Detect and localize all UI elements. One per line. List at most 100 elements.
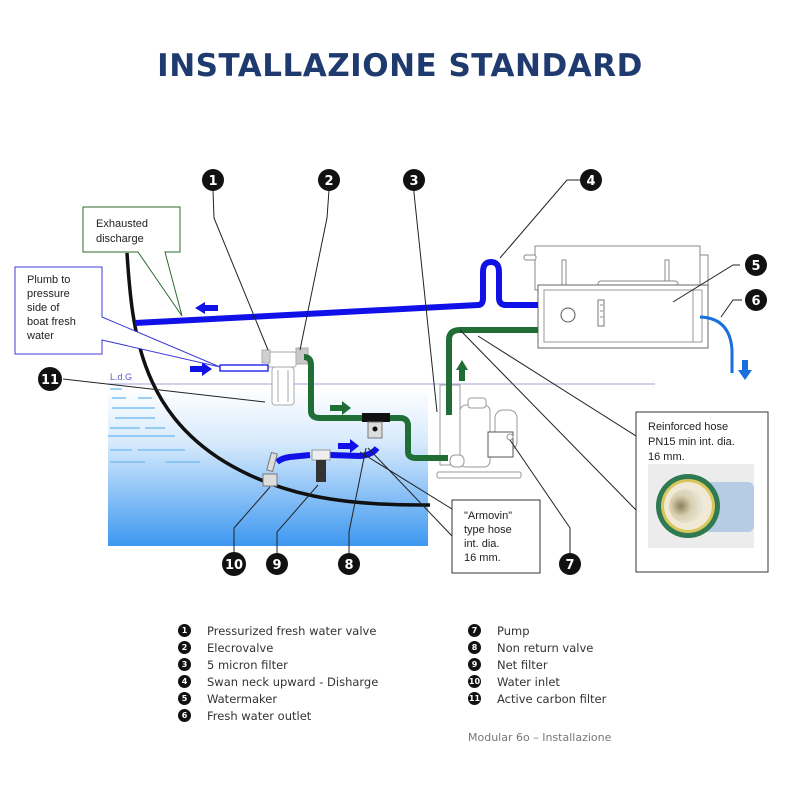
sea-wave-lines [108, 388, 200, 463]
legend-label: Pressurized fresh water valve [207, 623, 377, 638]
svg-text:11: 11 [41, 373, 59, 388]
legend-number: 3 [178, 658, 191, 671]
legend-item: 11 Active carbon filter [468, 690, 606, 707]
svg-text:side of: side of [27, 302, 60, 314]
legend-label: Watermaker [207, 691, 278, 706]
svg-text:16 mm.: 16 mm. [648, 451, 685, 463]
badge-4: 4 [580, 169, 602, 191]
callout-armovin-hose: "Armovin" type hose int. dia. 16 mm. [451, 499, 541, 574]
svg-text:Plumb to: Plumb to [27, 274, 70, 286]
legend-left: 1 Pressurized fresh water valve 2 Elecrova… [178, 622, 378, 724]
badge-1: 1 [202, 169, 224, 191]
arrow-right-icon [330, 401, 351, 415]
legend-number: 7 [468, 624, 481, 637]
pump-unit [436, 384, 522, 479]
svg-text:Exhausted: Exhausted [96, 218, 148, 230]
legend-label: Active carbon filter [497, 691, 607, 706]
net-filter [311, 449, 331, 461]
water-inlet-valve [262, 451, 278, 487]
legend-label: Water inlet [497, 674, 560, 689]
legend-label: Fresh water outlet [207, 708, 312, 723]
badge-10: 10 [222, 552, 246, 576]
pressure-pipe [303, 327, 538, 461]
badge-5: 5 [745, 254, 767, 276]
legend-item: 8 Non return valve [468, 639, 606, 656]
legend-number: 10 [468, 675, 481, 688]
legend-number: 8 [468, 641, 481, 654]
legend-label: Elecrovalve [207, 640, 274, 655]
svg-text:5: 5 [751, 259, 760, 274]
legend-item: 10 Water inlet [468, 673, 606, 690]
legend-item: 9 Net filter [468, 656, 606, 673]
badge-9: 9 [266, 553, 288, 575]
non-return-valve-dot [372, 426, 378, 432]
svg-text:Reinforced hose: Reinforced hose [648, 421, 728, 433]
net-filter-body [316, 460, 326, 482]
legend-label: 5 micron filter [207, 657, 288, 672]
svg-text:10: 10 [225, 558, 243, 573]
arrow-right-icon [190, 362, 212, 376]
badge-3: 3 [403, 169, 425, 191]
legend-label: Non return valve [497, 640, 594, 655]
reinforced-hose-photo [648, 464, 754, 548]
svg-text:9: 9 [272, 558, 281, 573]
inlet-pipe [275, 446, 380, 465]
legend-right: 7 Pump 8 Non return valve 9 Net filter 10 Wa… [468, 622, 606, 707]
arrow-up-icon [456, 360, 468, 381]
svg-text:water: water [26, 330, 54, 342]
waterline-label: L.d.G [110, 372, 132, 382]
legend-item: 3 5 micron filter [178, 656, 378, 673]
callout-reinforced-hose: Reinforced hose PN15 min int. dia. 16 mm… [635, 411, 769, 573]
legend-item: 2 Elecrovalve [178, 639, 378, 656]
svg-text:type hose: type hose [464, 524, 512, 536]
callout-exhausted-discharge: Exhausted discharge [82, 206, 183, 317]
svg-text:2: 2 [324, 174, 333, 189]
badge-7: 7 [559, 553, 581, 575]
plumb-pipe [219, 364, 269, 372]
boat-hull [125, 252, 430, 507]
svg-text:int. dia.: int. dia. [464, 538, 499, 550]
legend-item: 7 Pump [468, 622, 606, 639]
svg-text:16 mm.: 16 mm. [464, 552, 501, 564]
svg-text:"Armovin": "Armovin" [464, 510, 512, 522]
arrow-right-icon [338, 439, 359, 453]
discharge-pipe [134, 259, 538, 326]
badge-11: 11 [38, 367, 62, 391]
legend-number: 11 [468, 692, 481, 705]
legend-number: 2 [178, 641, 191, 654]
figure-caption: Modular 6o – Installazione [468, 731, 612, 744]
badge-2: 2 [318, 169, 340, 191]
svg-text:boat fresh: boat fresh [27, 316, 76, 328]
svg-text:PN15 min int. dia.: PN15 min int. dia. [648, 436, 735, 448]
svg-text:4: 4 [586, 174, 595, 189]
svg-text:7: 7 [565, 558, 574, 573]
svg-text:discharge: discharge [96, 233, 144, 245]
legend-item: 1 Pressurized fresh water valve [178, 622, 378, 639]
legend-number: 6 [178, 709, 191, 722]
svg-text:3: 3 [409, 174, 418, 189]
legend-label: Net filter [497, 657, 548, 672]
legend-number: 9 [468, 658, 481, 671]
flow-arrows [190, 302, 752, 453]
legend-label: Swan neck upward - Disharge [207, 674, 379, 689]
page-title: INSTALLAZIONE STANDARD [157, 48, 643, 84]
legend-number: 4 [178, 675, 191, 688]
carbon-filter [261, 347, 309, 406]
callout-plumb-to: Plumb to pressure side of boat fresh wat… [14, 266, 221, 368]
legend-item: 4 Swan neck upward - Disharge [178, 673, 378, 690]
svg-text:pressure: pressure [27, 288, 70, 300]
legend-label: Pump [497, 623, 530, 638]
arrow-left-icon [195, 302, 218, 314]
badge-6: 6 [745, 289, 767, 311]
outlet-pipe [699, 315, 734, 373]
svg-text:8: 8 [344, 558, 353, 573]
badge-8: 8 [338, 553, 360, 575]
arrow-down-icon [738, 360, 752, 380]
non-return-valve [362, 413, 390, 422]
svg-text:6: 6 [751, 294, 760, 309]
legend-item: 6 Fresh water outlet [178, 707, 378, 724]
legend-number: 1 [178, 624, 191, 637]
svg-text:1: 1 [208, 174, 217, 189]
